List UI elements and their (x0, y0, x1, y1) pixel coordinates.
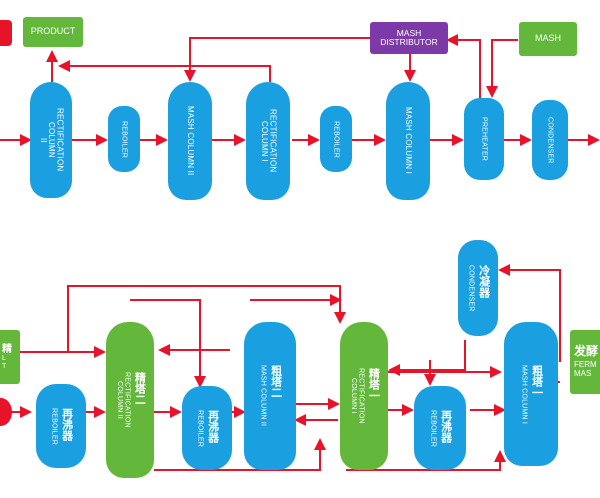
reboiler-a: 再沸器 REBOILER (36, 384, 86, 468)
left-feed-sub-2: T (2, 362, 7, 370)
pipe (184, 37, 370, 82)
pipe (498, 264, 561, 362)
rectification-column-i-top: RECTIFICATION COLUMN I (246, 82, 290, 200)
rectification-column-ii-label: RECTIFICATION COLUMN II (38, 108, 65, 172)
right-feed-box: 发酵 FERM MAS (570, 330, 600, 394)
mash-column-i-top: MASH COLUMN I (386, 82, 430, 200)
pipe (346, 450, 506, 471)
preheater-label: PREHEATER (480, 116, 488, 162)
left-feed-box: 精 L T (0, 330, 20, 384)
reboiler-b: 再沸器 REBOILER (182, 386, 232, 470)
mash-label: MASH (534, 33, 561, 44)
right-feed-en-1: FERM (574, 360, 597, 370)
pipe (388, 340, 466, 376)
rectification-column-ii-bottom: 精塔二 RECTIFICATION COLUMN II (106, 322, 154, 478)
left-input-dot (0, 398, 12, 426)
condenser-en: CONDENSER (467, 264, 475, 312)
mash-column-ii-cn: 粗塔二 (269, 365, 282, 399)
mash-distributor-box: MASH DISTRIBUTOR (370, 22, 448, 54)
left-feed-sub-1: L (2, 354, 6, 362)
pipe (154, 438, 326, 471)
condenser-cn: 冷凝器 (477, 264, 490, 298)
rectification-column-i-top-label: RECTIFICATION COLUMN I (260, 109, 278, 173)
condenser-top: CONDENSER (532, 100, 568, 180)
rectification-column-i-cn: 精塔一 (367, 368, 380, 402)
rectification-column-ii-cn: 精塔二 (133, 372, 146, 406)
pipe (130, 299, 206, 388)
product-label: PRODUCT (30, 26, 76, 37)
reboiler-top-2: REBOILER (320, 106, 352, 172)
reboiler-c-cn: 再沸器 (439, 409, 452, 443)
mash-column-i-top-label: MASH COLUMN I (404, 107, 414, 175)
mash-column-ii-en: MASH COLUMN II (259, 365, 267, 427)
condenser-top-label: CONDENSER (546, 116, 554, 164)
reboiler-top-1: REBOILER (108, 106, 140, 172)
mash-column-i-bottom: 粗塔一 MASH COLUMN I (504, 322, 558, 466)
right-feed-en-2: MAS (574, 369, 592, 379)
rectification-column-i-bottom: 精塔一 RECTIFICATION COLUMN I (340, 322, 388, 470)
mash-distributor-label: MASH DISTRIBUTOR (380, 27, 438, 47)
pipe (58, 60, 271, 82)
reboiler-top-1-label: REBOILER (120, 120, 128, 158)
rectification-column-i-en: RECTIFICATION COLUMN I (350, 368, 365, 424)
pipe (486, 39, 518, 98)
product-box: PRODUCT (23, 17, 83, 47)
reboiler-b-cn: 再沸器 (206, 409, 219, 443)
reboiler-a-en: REBOILER (50, 407, 58, 445)
condenser-bottom: 冷凝器 CONDENSER (458, 240, 498, 336)
mash-box: MASH (519, 22, 577, 56)
reboiler-b-en: REBOILER (196, 409, 204, 447)
mash-column-i-en: MASH COLUMN I (520, 364, 528, 424)
reboiler-c-en: REBOILER (429, 409, 437, 447)
pipe (446, 34, 481, 98)
rectification-column-ii: RECTIFICATION COLUMN II (30, 82, 72, 198)
right-feed-cn: 发酵 (574, 344, 599, 359)
reboiler-a-cn: 再沸器 (60, 407, 73, 441)
mash-column-ii-top: MASH COLUMN II (168, 82, 212, 200)
mash-column-ii-bottom: 粗塔二 MASH COLUMN II (244, 322, 296, 470)
mash-column-ii-top-label: MASH COLUMN II (186, 106, 196, 176)
reboiler-c: 再沸器 REBOILER (414, 386, 466, 470)
mash-column-i-cn: 粗塔一 (530, 364, 543, 398)
left-feed-label: 精 (2, 343, 12, 355)
rectification-column-ii-en: RECTIFICATION COLUMN II (116, 372, 131, 428)
preheater: PREHEATER (464, 98, 504, 180)
reboiler-top-2-label: REBOILER (332, 120, 340, 158)
feed-marker-top (0, 20, 12, 46)
